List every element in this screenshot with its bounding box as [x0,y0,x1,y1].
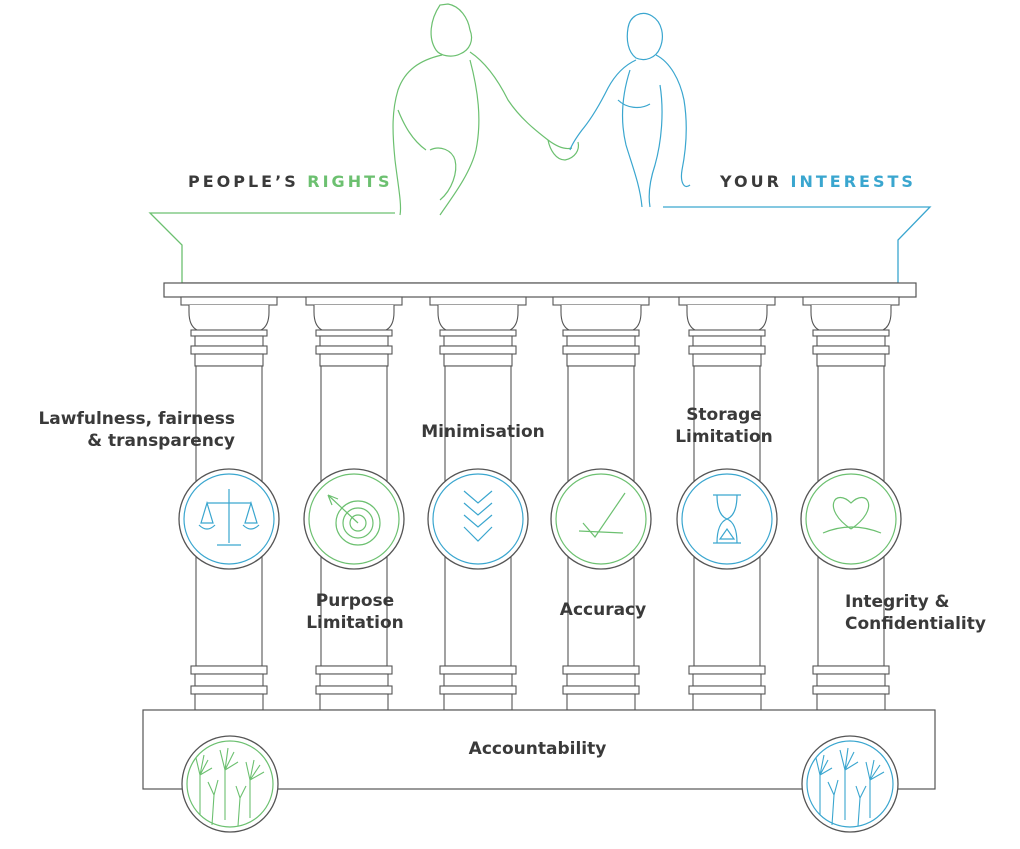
label-line: Confidentiality [845,614,986,634]
label-line: Lawfulness, fairness [38,409,235,429]
raised-hands-icon-right [801,735,899,833]
heart-icon [800,468,902,570]
label-integrity-confidentiality: Integrity & Confidentiality [845,591,1015,635]
label-line: Minimisation [421,422,545,442]
entablature [163,282,917,298]
label-purpose-limitation: Purpose Limitation [290,590,420,634]
scales-icon [178,468,280,570]
label-line: Storage [686,405,762,425]
raised-hands-icon-left [181,735,279,833]
label-lawfulness: Lawfulness, fairness & transparency [30,408,235,452]
label-line: Limitation [675,427,773,447]
label-line: Accuracy [559,600,647,620]
label-accuracy: Accuracy [538,599,668,621]
heading-highlight: INTERESTS [790,172,916,191]
label-storage-limitation: Storage Limitation [664,404,784,448]
roof [148,206,932,284]
woman-figure [569,12,691,208]
label-minimisation: Minimisation [408,421,558,443]
handshake-illustration [392,3,691,216]
peoples-rights-heading: PEOPLE’S RIGHTS [188,172,393,191]
label-line: & transparency [87,431,235,451]
label-line: Purpose [315,591,395,611]
checkmark-icon [550,468,652,570]
heading-prefix: YOUR [720,172,791,191]
columns [180,296,900,711]
heading-prefix: PEOPLE’S [188,172,308,191]
column [180,296,278,711]
target-icon [303,468,405,570]
heading-highlight: RIGHTS [307,172,393,191]
your-interests-heading: YOUR INTERESTS [720,172,916,191]
chevrons-down-icon [427,468,529,570]
label-line: Limitation [306,613,404,633]
hourglass-icon [676,468,778,570]
medallions [178,468,902,570]
man-figure [392,3,580,216]
label-line: Integrity & [845,592,950,612]
label-accountability: Accountability [468,739,607,759]
